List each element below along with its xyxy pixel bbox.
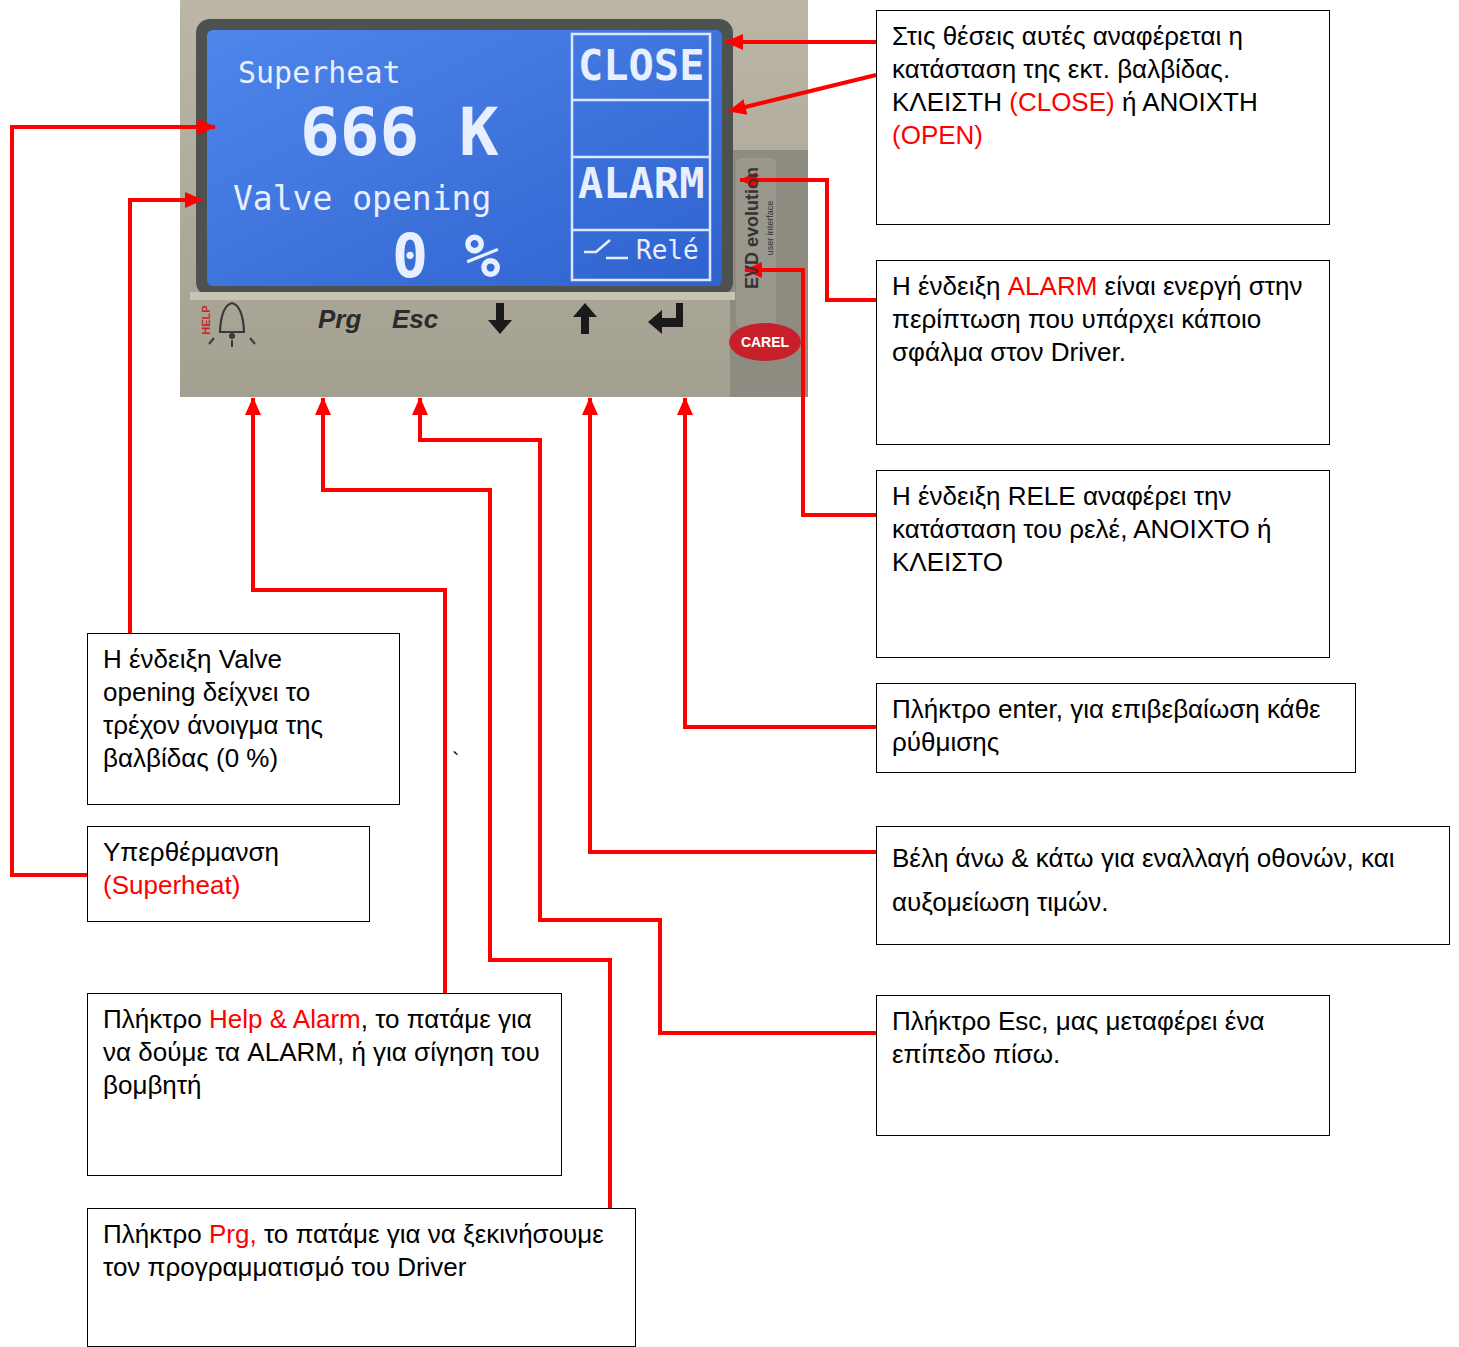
relay-symbol bbox=[584, 240, 628, 258]
leader-line bbox=[745, 270, 876, 515]
bezel-lip bbox=[190, 292, 735, 300]
callout-text: Πλήκτρο bbox=[103, 1004, 202, 1034]
lcd-reading: Superheat bbox=[238, 56, 401, 91]
leader-line bbox=[590, 398, 876, 852]
relay-status: Relé bbox=[636, 236, 699, 266]
panel-divider bbox=[572, 99, 710, 102]
panel-divider bbox=[572, 156, 710, 159]
callout-text: ALARM bbox=[1008, 271, 1098, 301]
leader-line bbox=[726, 40, 876, 44]
callout-box: Υπερθέρμανση (Superheat) bbox=[87, 826, 370, 922]
carel-logo bbox=[729, 323, 801, 361]
brand-logo: CAREL bbox=[741, 334, 789, 350]
alarm-status: ALARM bbox=[578, 160, 704, 208]
lcd-value: 0 % bbox=[392, 222, 500, 291]
callout-text: Πλήκτρο bbox=[103, 1219, 202, 1249]
callout-text: (CLOSE) bbox=[1009, 87, 1114, 117]
callout-text: Βέλη άνω & κάτω για εναλλαγή οθονών, και… bbox=[892, 843, 1394, 917]
device-name: EVD evolution bbox=[742, 167, 763, 289]
callout-text: (Superheat) bbox=[103, 870, 240, 900]
callout-text: Help & Alarm bbox=[209, 1004, 361, 1034]
callout-box: Πλήκτρο Prg, το πατάμε για να ξεκινήσουμ… bbox=[87, 1208, 636, 1347]
valve-status: CLOSE bbox=[578, 42, 704, 90]
key-label: HELP bbox=[200, 305, 213, 334]
callout-box: Βέλη άνω & κάτω για εναλλαγή οθονών, και… bbox=[876, 826, 1450, 945]
callout-box: Η ένδειξη Valve opening δείχνει το τρέχο… bbox=[87, 633, 400, 805]
callout-text: Η ένδειξη bbox=[892, 271, 1001, 301]
bell-rays bbox=[209, 338, 255, 347]
bell-icon bbox=[220, 303, 244, 332]
lcd-frame bbox=[196, 19, 733, 296]
callout-text: Η ένδειξη Valve opening δείχνει το τρέχο… bbox=[103, 644, 323, 773]
callout-box: Στις θέσεις αυτές αναφέρεται η κατάσταση… bbox=[876, 10, 1330, 225]
callout-text: (OPEN) bbox=[892, 120, 983, 150]
callout-text: Πλήκτρο Esc, μας μεταφέρει ένα επίπεδο π… bbox=[892, 1006, 1265, 1069]
side-tab bbox=[730, 150, 808, 397]
leader-lines bbox=[12, 42, 876, 1208]
device-subtitle: user interface bbox=[765, 201, 775, 256]
callout-box: Πλήκτρο Help & Alarm, το πατάμε για να δ… bbox=[87, 993, 562, 1176]
key-label: Prg bbox=[318, 305, 361, 335]
stray-mark: ` bbox=[452, 748, 459, 773]
callout-text: Πλήκτρο enter, για επιβεβαίωση κάθε ρύθμ… bbox=[892, 694, 1321, 757]
lcd-reading: Valve opening bbox=[233, 180, 491, 218]
callout-box: Η ένδειξη ALARM είναι ενεργή στην περίπτ… bbox=[876, 260, 1330, 445]
leader-line bbox=[729, 75, 876, 111]
device-bezel bbox=[180, 0, 808, 397]
side-label-area bbox=[736, 158, 776, 328]
up-arrow-key bbox=[573, 303, 597, 334]
callout-box: Πλήκτρο Esc, μας μεταφέρει ένα επίπεδο π… bbox=[876, 995, 1330, 1136]
callout-text: Υπερθέρμανση bbox=[103, 837, 279, 867]
lcd-value: 666 K bbox=[300, 95, 499, 171]
callout-text: Prg, bbox=[209, 1219, 257, 1249]
callout-text: ή ΑΝΟΙΧΤΗ bbox=[1122, 87, 1258, 117]
callout-text: Η ένδειξη RELE αναφέρει την κατάσταση το… bbox=[892, 481, 1271, 577]
leader-line bbox=[130, 200, 202, 633]
status-panel bbox=[572, 34, 710, 280]
panel-divider bbox=[572, 229, 710, 232]
down-arrow-key bbox=[488, 303, 512, 334]
enter-key bbox=[648, 303, 683, 334]
key-label: Esc bbox=[392, 305, 438, 335]
callout-box: Η ένδειξη RELE αναφέρει την κατάσταση το… bbox=[876, 470, 1330, 658]
bell-clapper bbox=[229, 333, 235, 339]
callout-box: Πλήκτρο enter, για επιβεβαίωση κάθε ρύθμ… bbox=[876, 683, 1356, 773]
leader-line bbox=[685, 398, 876, 727]
